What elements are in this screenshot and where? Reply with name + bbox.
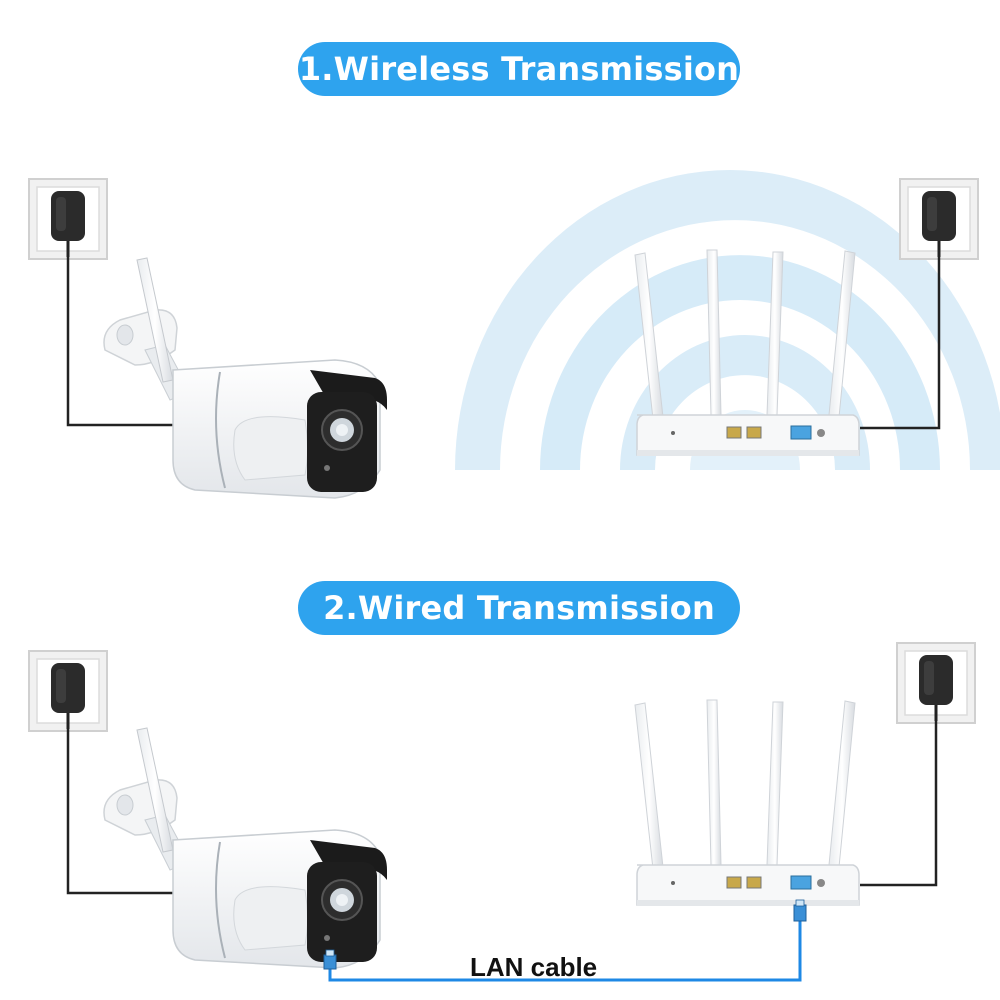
wall-socket-icon xyxy=(898,177,980,261)
wall-socket-icon xyxy=(27,649,109,733)
router-power-cable xyxy=(860,257,941,430)
camera-power-cable xyxy=(66,257,178,427)
wired-transmission-heading: 2.Wired Transmission xyxy=(298,581,740,635)
wifi-camera-icon xyxy=(103,257,388,499)
wireless-transmission-heading: 1.Wireless Transmission xyxy=(298,42,740,96)
camera-power-cable xyxy=(66,729,178,895)
rj45-connector-icon xyxy=(323,949,337,970)
router-icon xyxy=(634,699,860,907)
lan-cable-label: LAN cable xyxy=(470,952,598,982)
lan-cable xyxy=(323,899,807,982)
rj45-connector-icon xyxy=(793,899,807,922)
wifi-camera-icon xyxy=(103,727,388,969)
wall-socket-icon xyxy=(895,641,977,725)
wall-socket-icon xyxy=(27,177,109,261)
router-power-cable xyxy=(860,721,938,887)
